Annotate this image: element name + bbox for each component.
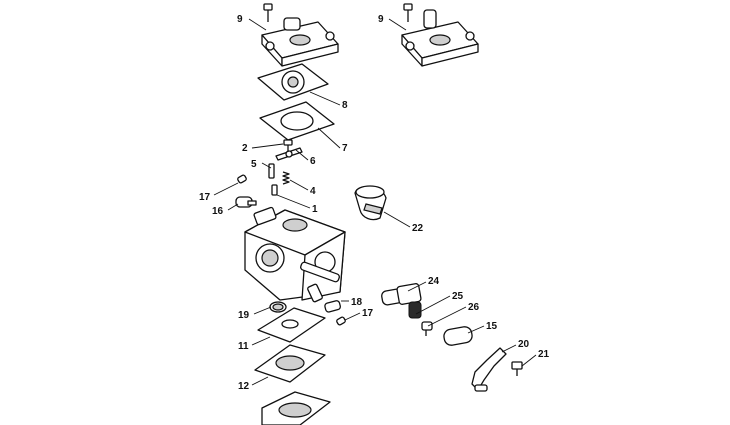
part-24-elbow (381, 283, 422, 319)
callout-19: 19 (238, 310, 250, 321)
carburetor-body (244, 206, 346, 303)
callout-7: 7 (342, 143, 348, 154)
part-2-screw (283, 139, 293, 152)
part-17-plug-lower (336, 316, 346, 326)
callout-5: 5 (251, 159, 257, 170)
callout-17-upper: 17 (199, 192, 211, 203)
part-16-fitting (235, 196, 257, 208)
callout-20: 20 (518, 339, 530, 350)
callout-1: 1 (312, 204, 318, 215)
part-15-sleeve (443, 326, 473, 346)
part-6-lever (275, 147, 303, 161)
callout-9-right: 9 (378, 14, 384, 25)
part-1-pin (271, 184, 278, 196)
part-9-screw (263, 3, 273, 22)
part-20-lever (471, 347, 507, 392)
callout-21: 21 (538, 349, 550, 360)
callout-16: 16 (212, 206, 224, 217)
callout-8: 8 (342, 100, 348, 111)
part-11-gasket (257, 307, 326, 343)
callout-12: 12 (238, 381, 250, 392)
pump-body-bottom (261, 391, 331, 425)
callout-26: 26 (468, 302, 480, 313)
part-5-needle (268, 163, 275, 179)
callout-9-left: 9 (237, 14, 243, 25)
part-12-diaphragm (254, 344, 326, 383)
part-9-cover-right (401, 9, 479, 67)
callout-15: 15 (486, 321, 498, 332)
callout-25: 25 (452, 291, 464, 302)
callout-17-lower: 17 (362, 308, 374, 319)
callout-2: 2 (242, 143, 248, 154)
part-9-screw-right (403, 3, 413, 22)
part-25-screw (421, 321, 433, 336)
callout-6: 6 (310, 156, 316, 167)
part-7-gasket (259, 101, 335, 141)
leader-lines (213, 18, 537, 386)
part-18-fitting (324, 300, 341, 313)
callout-22: 22 (412, 223, 424, 234)
part-19-screen (269, 301, 287, 313)
part-21-screw (511, 361, 523, 376)
part-17-plug-upper (237, 174, 247, 184)
callout-11: 11 (238, 341, 249, 352)
part-4-spring (282, 171, 290, 185)
callout-4: 4 (310, 186, 316, 197)
callout-24: 24 (428, 276, 440, 287)
part-9-cover-left (261, 17, 339, 67)
part-8-diaphragm (257, 63, 329, 101)
callout-18: 18 (351, 297, 363, 308)
part-22-cap (354, 185, 387, 221)
